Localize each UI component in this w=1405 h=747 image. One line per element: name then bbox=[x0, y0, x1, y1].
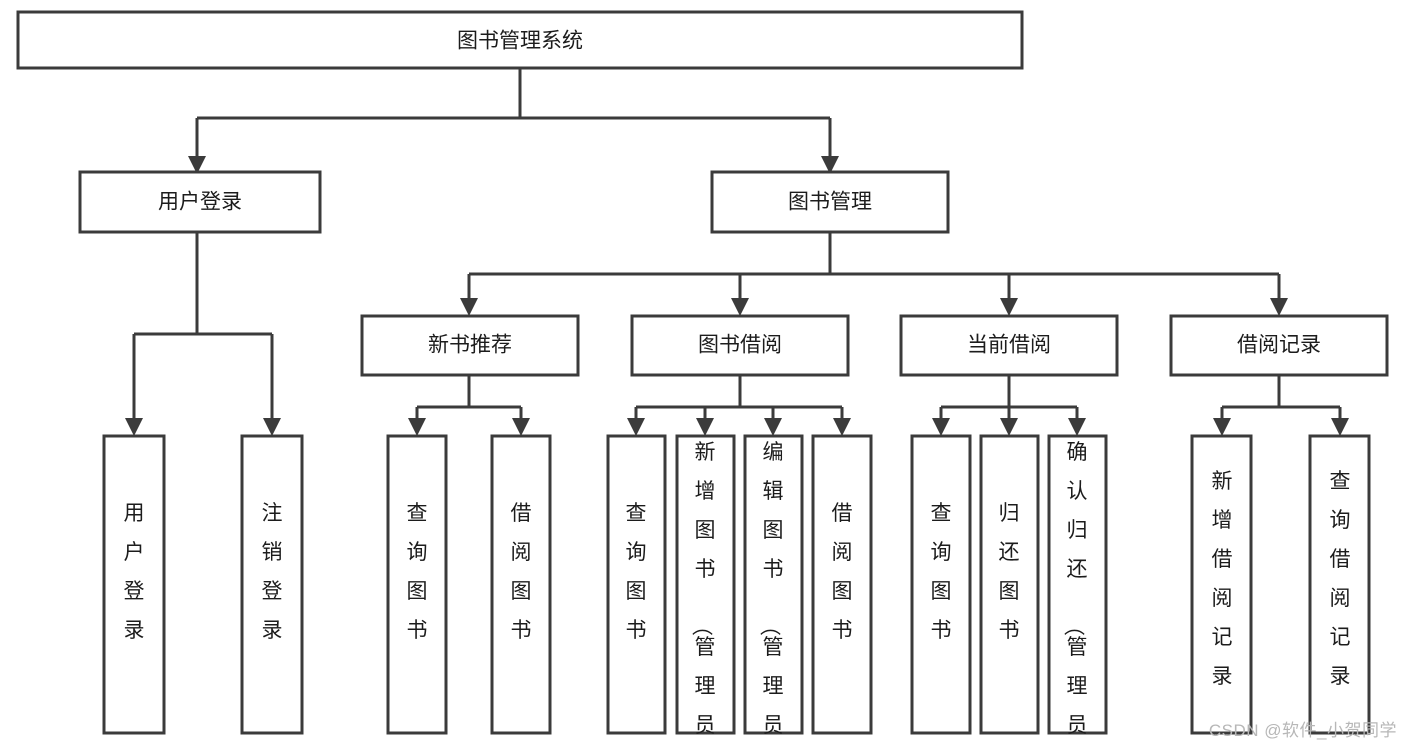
connector-layer bbox=[125, 68, 1349, 436]
node-leaf-query-book-2[interactable]: 查询图书 bbox=[606, 434, 667, 735]
node-leaf-add-record-box[interactable] bbox=[1190, 434, 1253, 735]
arrow-head-leaf-logout-login bbox=[263, 418, 281, 436]
arrow-head-leaf-query-book-1 bbox=[408, 418, 426, 436]
arrow-head-leaf-query-book-2 bbox=[627, 418, 645, 436]
arrow-head-leaf-query-record bbox=[1331, 418, 1349, 436]
node-leaf-user-login-box[interactable] bbox=[102, 434, 166, 735]
node-new-book-rec-label: 新书推荐 bbox=[428, 334, 512, 357]
node-book-manage-label: 图书管理 bbox=[788, 191, 872, 214]
node-user-login-box[interactable] bbox=[78, 170, 322, 234]
arrow-head-leaf-query-book-3 bbox=[932, 418, 950, 436]
node-leaf-user-login-label: 用户登录 bbox=[124, 502, 145, 642]
node-leaf-query-book-1-label: 查询图书 bbox=[407, 502, 428, 642]
node-leaf-edit-book-box[interactable] bbox=[743, 434, 804, 735]
arrow-head-leaf-return-book bbox=[1000, 418, 1018, 436]
arrow-head-leaf-borrow-book-1 bbox=[512, 418, 530, 436]
node-leaf-add-book-label: 新增图书（管理员） bbox=[690, 441, 716, 747]
node-leaf-user-login[interactable]: 用户登录 bbox=[102, 434, 166, 735]
node-new-book-rec-box[interactable] bbox=[360, 314, 580, 377]
arrow-head-book-borrow bbox=[731, 298, 749, 316]
node-book-borrow-box[interactable] bbox=[630, 314, 850, 377]
node-root[interactable]: 图书管理系统 bbox=[16, 10, 1024, 70]
node-new-book-rec[interactable]: 新书推荐 bbox=[360, 314, 580, 377]
node-leaf-query-book-2-box[interactable] bbox=[606, 434, 667, 735]
arrow-head-leaf-add-book bbox=[696, 418, 714, 436]
node-leaf-return-book-box[interactable] bbox=[979, 434, 1040, 735]
node-leaf-query-record-label: 查询借阅记录 bbox=[1330, 470, 1351, 688]
node-leaf-edit-book[interactable]: 编辑图书（管理员） bbox=[743, 434, 804, 747]
node-leaf-borrow-book-2-box[interactable] bbox=[811, 434, 873, 735]
arrow-head-leaf-edit-book bbox=[764, 418, 782, 436]
node-borrow-record-box[interactable] bbox=[1169, 314, 1389, 377]
node-current-borrow-label: 当前借阅 bbox=[967, 334, 1051, 357]
node-leaf-query-record-box[interactable] bbox=[1308, 434, 1371, 735]
node-leaf-confirm-return-box[interactable] bbox=[1047, 434, 1108, 735]
node-leaf-add-book[interactable]: 新增图书（管理员） bbox=[675, 434, 736, 747]
node-leaf-borrow-book-2[interactable]: 借阅图书 bbox=[811, 434, 873, 735]
node-book-borrow[interactable]: 图书借阅 bbox=[630, 314, 850, 377]
node-leaf-query-book-3-box[interactable] bbox=[910, 434, 972, 735]
node-leaf-query-record[interactable]: 查询借阅记录 bbox=[1308, 434, 1371, 735]
arrow-head-borrow-record bbox=[1270, 298, 1288, 316]
node-book-manage[interactable]: 图书管理 bbox=[710, 170, 950, 234]
node-leaf-logout-login[interactable]: 注销登录 bbox=[240, 434, 304, 735]
node-leaf-query-book-2-label: 查询图书 bbox=[626, 502, 647, 642]
arrow-head-leaf-borrow-book-2 bbox=[833, 418, 851, 436]
node-borrow-record-label: 借阅记录 bbox=[1237, 334, 1321, 357]
node-leaf-return-book-label: 归还图书 bbox=[999, 502, 1020, 642]
node-root-label: 图书管理系统 bbox=[457, 30, 583, 53]
node-leaf-return-book[interactable]: 归还图书 bbox=[979, 434, 1040, 735]
node-leaf-query-book-3[interactable]: 查询图书 bbox=[910, 434, 972, 735]
node-leaf-confirm-return-label: 确认归还（管理员） bbox=[1062, 441, 1088, 747]
node-leaf-add-record[interactable]: 新增借阅记录 bbox=[1190, 434, 1253, 735]
node-leaf-borrow-book-2-label: 借阅图书 bbox=[832, 502, 853, 642]
csdn-watermark: CSDN @软件_小贺同学 bbox=[1208, 721, 1397, 740]
node-leaf-query-book-1-box[interactable] bbox=[386, 434, 448, 735]
node-user-login[interactable]: 用户登录 bbox=[78, 170, 322, 234]
node-leaf-edit-book-label: 编辑图书（管理员） bbox=[758, 441, 784, 747]
node-leaf-borrow-book-1[interactable]: 借阅图书 bbox=[490, 434, 552, 735]
node-user-login-label: 用户登录 bbox=[158, 191, 242, 214]
node-current-borrow[interactable]: 当前借阅 bbox=[899, 314, 1119, 377]
arrow-head-leaf-add-record bbox=[1213, 418, 1231, 436]
arrow-head-new-book-rec bbox=[460, 298, 478, 316]
node-leaf-add-book-box[interactable] bbox=[675, 434, 736, 735]
arrow-head-user-login bbox=[188, 156, 206, 174]
node-leaf-logout-login-box[interactable] bbox=[240, 434, 304, 735]
node-root-box[interactable] bbox=[16, 10, 1024, 70]
node-leaf-logout-login-label: 注销登录 bbox=[262, 502, 283, 642]
node-book-manage-box[interactable] bbox=[710, 170, 950, 234]
node-borrow-record[interactable]: 借阅记录 bbox=[1169, 314, 1389, 377]
node-leaf-borrow-book-1-label: 借阅图书 bbox=[511, 502, 532, 642]
arrow-head-leaf-confirm-return bbox=[1068, 418, 1086, 436]
node-leaf-query-book-3-label: 查询图书 bbox=[931, 502, 952, 642]
node-leaf-borrow-book-1-box[interactable] bbox=[490, 434, 552, 735]
node-leaf-confirm-return[interactable]: 确认归还（管理员） bbox=[1047, 434, 1108, 747]
node-leaf-query-book-1[interactable]: 查询图书 bbox=[386, 434, 448, 735]
arrow-head-leaf-user-login bbox=[125, 418, 143, 436]
arrow-head-book-manage bbox=[821, 156, 839, 174]
node-current-borrow-box[interactable] bbox=[899, 314, 1119, 377]
arrow-head-current-borrow bbox=[1000, 298, 1018, 316]
node-book-borrow-label: 图书借阅 bbox=[698, 334, 782, 357]
node-leaf-add-record-label: 新增借阅记录 bbox=[1212, 470, 1233, 688]
